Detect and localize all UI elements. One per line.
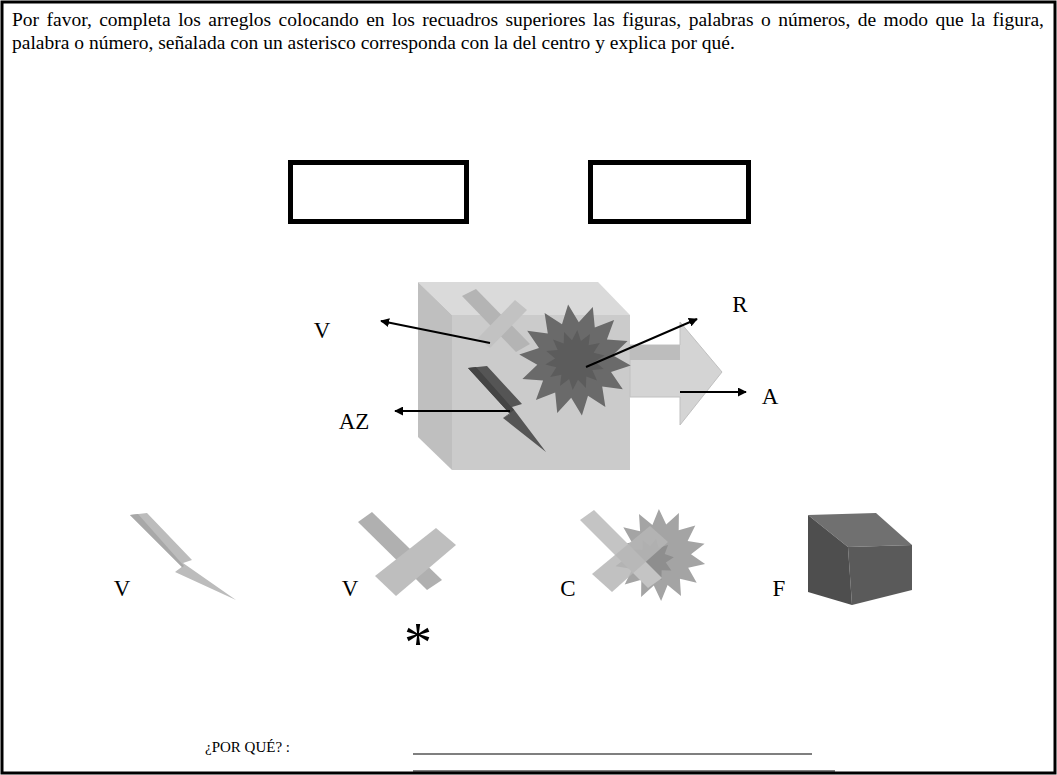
cross-prism xyxy=(375,528,456,596)
answer-line xyxy=(413,770,835,771)
starburst-group xyxy=(519,304,630,415)
figure-label: C xyxy=(560,577,575,600)
part-label: AZ xyxy=(339,410,370,433)
figure-label: F xyxy=(773,577,786,600)
question-label: ¿POR QUÉ? : xyxy=(205,740,290,755)
cube-front-face xyxy=(848,545,912,605)
leader-arrow xyxy=(680,391,746,393)
block-arrow xyxy=(630,322,722,425)
part-label: V xyxy=(314,319,331,342)
asterisk-mark: * xyxy=(404,615,432,671)
cube-side-face xyxy=(808,515,852,605)
question-label: ¿POR QUÉ? : xyxy=(205,740,290,755)
figure-label: V xyxy=(342,577,359,600)
leader-arrow xyxy=(381,321,490,343)
instructions-text: Por favor, completa los arreglos colocan… xyxy=(12,8,1044,54)
part-label: AZ xyxy=(339,410,370,433)
answer-box xyxy=(291,163,467,222)
instructions-text: Por favor, completa los arreglos colocan… xyxy=(12,8,1044,54)
asterisk-mark: * xyxy=(404,615,432,671)
lightning-shape xyxy=(130,513,236,600)
starburst-core xyxy=(545,330,604,390)
cross-prism xyxy=(462,289,530,352)
cross-prism xyxy=(592,526,668,592)
starburst-shape xyxy=(519,304,630,415)
leader-arrow xyxy=(586,319,697,367)
figure-label: V xyxy=(114,577,131,600)
leader-arrow xyxy=(395,410,510,412)
part-label: A xyxy=(762,385,779,408)
figure-label: F xyxy=(773,577,786,600)
answer-box xyxy=(591,163,749,222)
part-label: R xyxy=(732,293,747,316)
block-arrow-shade xyxy=(630,345,680,360)
answer-line xyxy=(413,753,812,754)
figure-label: V xyxy=(114,577,131,600)
cube-side-face xyxy=(418,282,452,470)
lightning-shade xyxy=(130,514,184,572)
part-label: V xyxy=(314,319,331,342)
cross-prism xyxy=(478,300,527,348)
figure-label: C xyxy=(560,577,575,600)
part-label: R xyxy=(732,293,747,316)
figure-label: V xyxy=(342,577,359,600)
part-label: A xyxy=(762,385,779,408)
lightning-shape xyxy=(468,366,546,452)
